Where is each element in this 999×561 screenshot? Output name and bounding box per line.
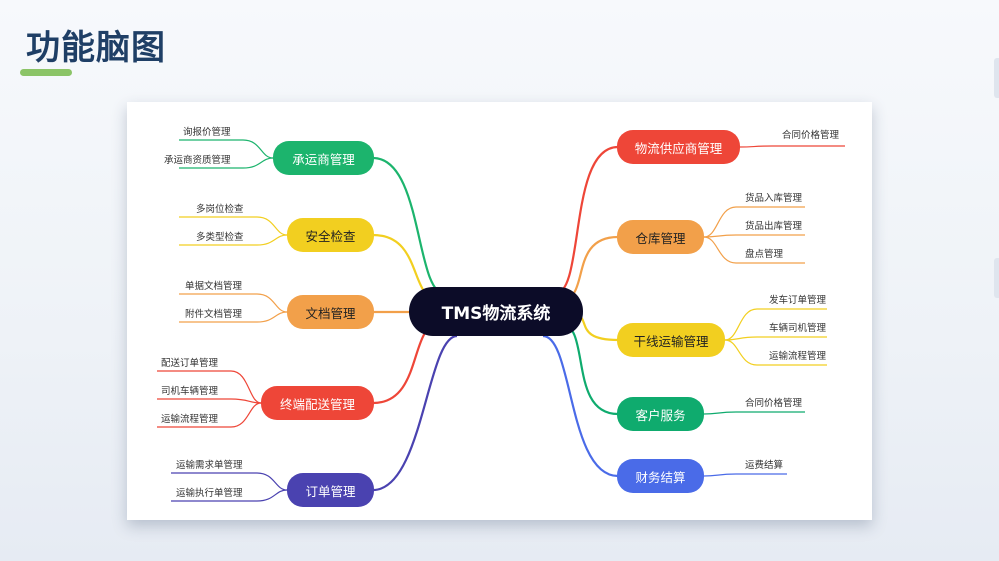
edge-tab xyxy=(994,258,999,298)
leaf-goods-inbound: 货品入库管理 xyxy=(745,193,803,204)
leaf-transport-process: 运输流程管理 xyxy=(161,414,219,425)
leaf-transport-demand: 运输需求单管理 xyxy=(176,460,243,471)
leaf-link-left-3-0 xyxy=(157,370,262,404)
leaf-inquiry-quote: 询报价管理 xyxy=(183,127,231,138)
edge-tab xyxy=(994,58,999,98)
leaf-multi-type-check: 多类型检查 xyxy=(196,232,244,243)
branch-node-carrier: 承运商管理 xyxy=(273,141,374,175)
root-node: TMS物流系统 xyxy=(409,287,583,336)
leaf-link-right-4-0 xyxy=(703,473,787,477)
branch-node-terminal-delivery: 终端配送管理 xyxy=(261,386,374,420)
leaf-dispatch-order: 发车订单管理 xyxy=(769,295,827,306)
branch-node-customer-service: 客户服务 xyxy=(617,397,704,431)
leaf-inventory-count: 盘点管理 xyxy=(745,249,784,260)
branch-node-trunk-transport: 干线运输管理 xyxy=(617,323,725,357)
leaf-link-left-2-1 xyxy=(179,311,288,323)
leaf-multi-post-check: 多岗位检查 xyxy=(196,204,244,215)
slide-title: 功能脑图 xyxy=(26,28,166,68)
branch-node-order: 订单管理 xyxy=(287,473,374,507)
mindmap-canvas: TMS物流系统 承运商管理 安全检查 文档管理 终端配送管理 订单管理 物流供应… xyxy=(127,102,872,520)
leaf-link-left-3-2 xyxy=(157,402,262,428)
leaf-contract-price: 合同价格管理 xyxy=(782,130,840,141)
leaf-trunk-transport-process: 运输流程管理 xyxy=(769,351,827,362)
leaf-link-right-0-0 xyxy=(739,145,845,148)
leaf-goods-outbound: 货品出库管理 xyxy=(745,221,803,232)
leaf-carrier-qualification: 承运商资质管理 xyxy=(164,155,231,166)
leaf-link-left-3-1 xyxy=(157,398,262,404)
leaf-link-right-1-2 xyxy=(703,236,805,264)
leaf-receipt-document: 单据文档管理 xyxy=(185,281,243,292)
branch-node-warehouse: 仓库管理 xyxy=(617,220,704,254)
leaf-customer-contract-price: 合同价格管理 xyxy=(745,398,803,409)
leaf-vehicle-driver: 车辆司机管理 xyxy=(769,323,827,334)
leaf-link-right-2-0 xyxy=(724,308,827,341)
leaf-link-right-2-2 xyxy=(724,339,827,366)
leaf-link-left-4-1 xyxy=(171,489,288,502)
branch-link-right-0 xyxy=(554,145,619,296)
leaf-transport-execution: 运输执行单管理 xyxy=(176,488,243,499)
leaf-delivery-order: 配送订单管理 xyxy=(161,358,219,369)
branch-link-left-4 xyxy=(372,334,458,492)
branch-node-logistics-supplier: 物流供应商管理 xyxy=(617,130,740,164)
leaf-link-left-1-0 xyxy=(179,216,288,236)
leaf-link-left-1-1 xyxy=(179,234,288,246)
branch-link-right-4 xyxy=(542,334,619,478)
leaf-link-right-1-0 xyxy=(703,206,805,238)
leaf-link-right-2-1 xyxy=(724,336,827,341)
branch-node-safety: 安全检查 xyxy=(287,218,374,252)
branch-node-finance: 财务结算 xyxy=(617,459,704,493)
branch-link-right-3 xyxy=(560,322,619,416)
leaf-link-left-0-1 xyxy=(179,157,274,169)
leaf-freight-settlement: 运费结算 xyxy=(745,460,784,471)
leaf-attachment-document: 附件文档管理 xyxy=(185,309,243,320)
leaf-link-left-0-0 xyxy=(179,139,274,159)
title-underline xyxy=(20,69,72,76)
leaf-link-left-2-0 xyxy=(179,293,288,313)
leaf-link-right-3-0 xyxy=(703,411,805,415)
leaf-link-left-4-0 xyxy=(171,472,288,491)
leaf-link-right-1-1 xyxy=(703,234,805,238)
leaf-driver-vehicle: 司机车辆管理 xyxy=(161,386,219,397)
branch-node-document: 文档管理 xyxy=(287,295,374,329)
branch-link-left-0 xyxy=(372,156,446,296)
